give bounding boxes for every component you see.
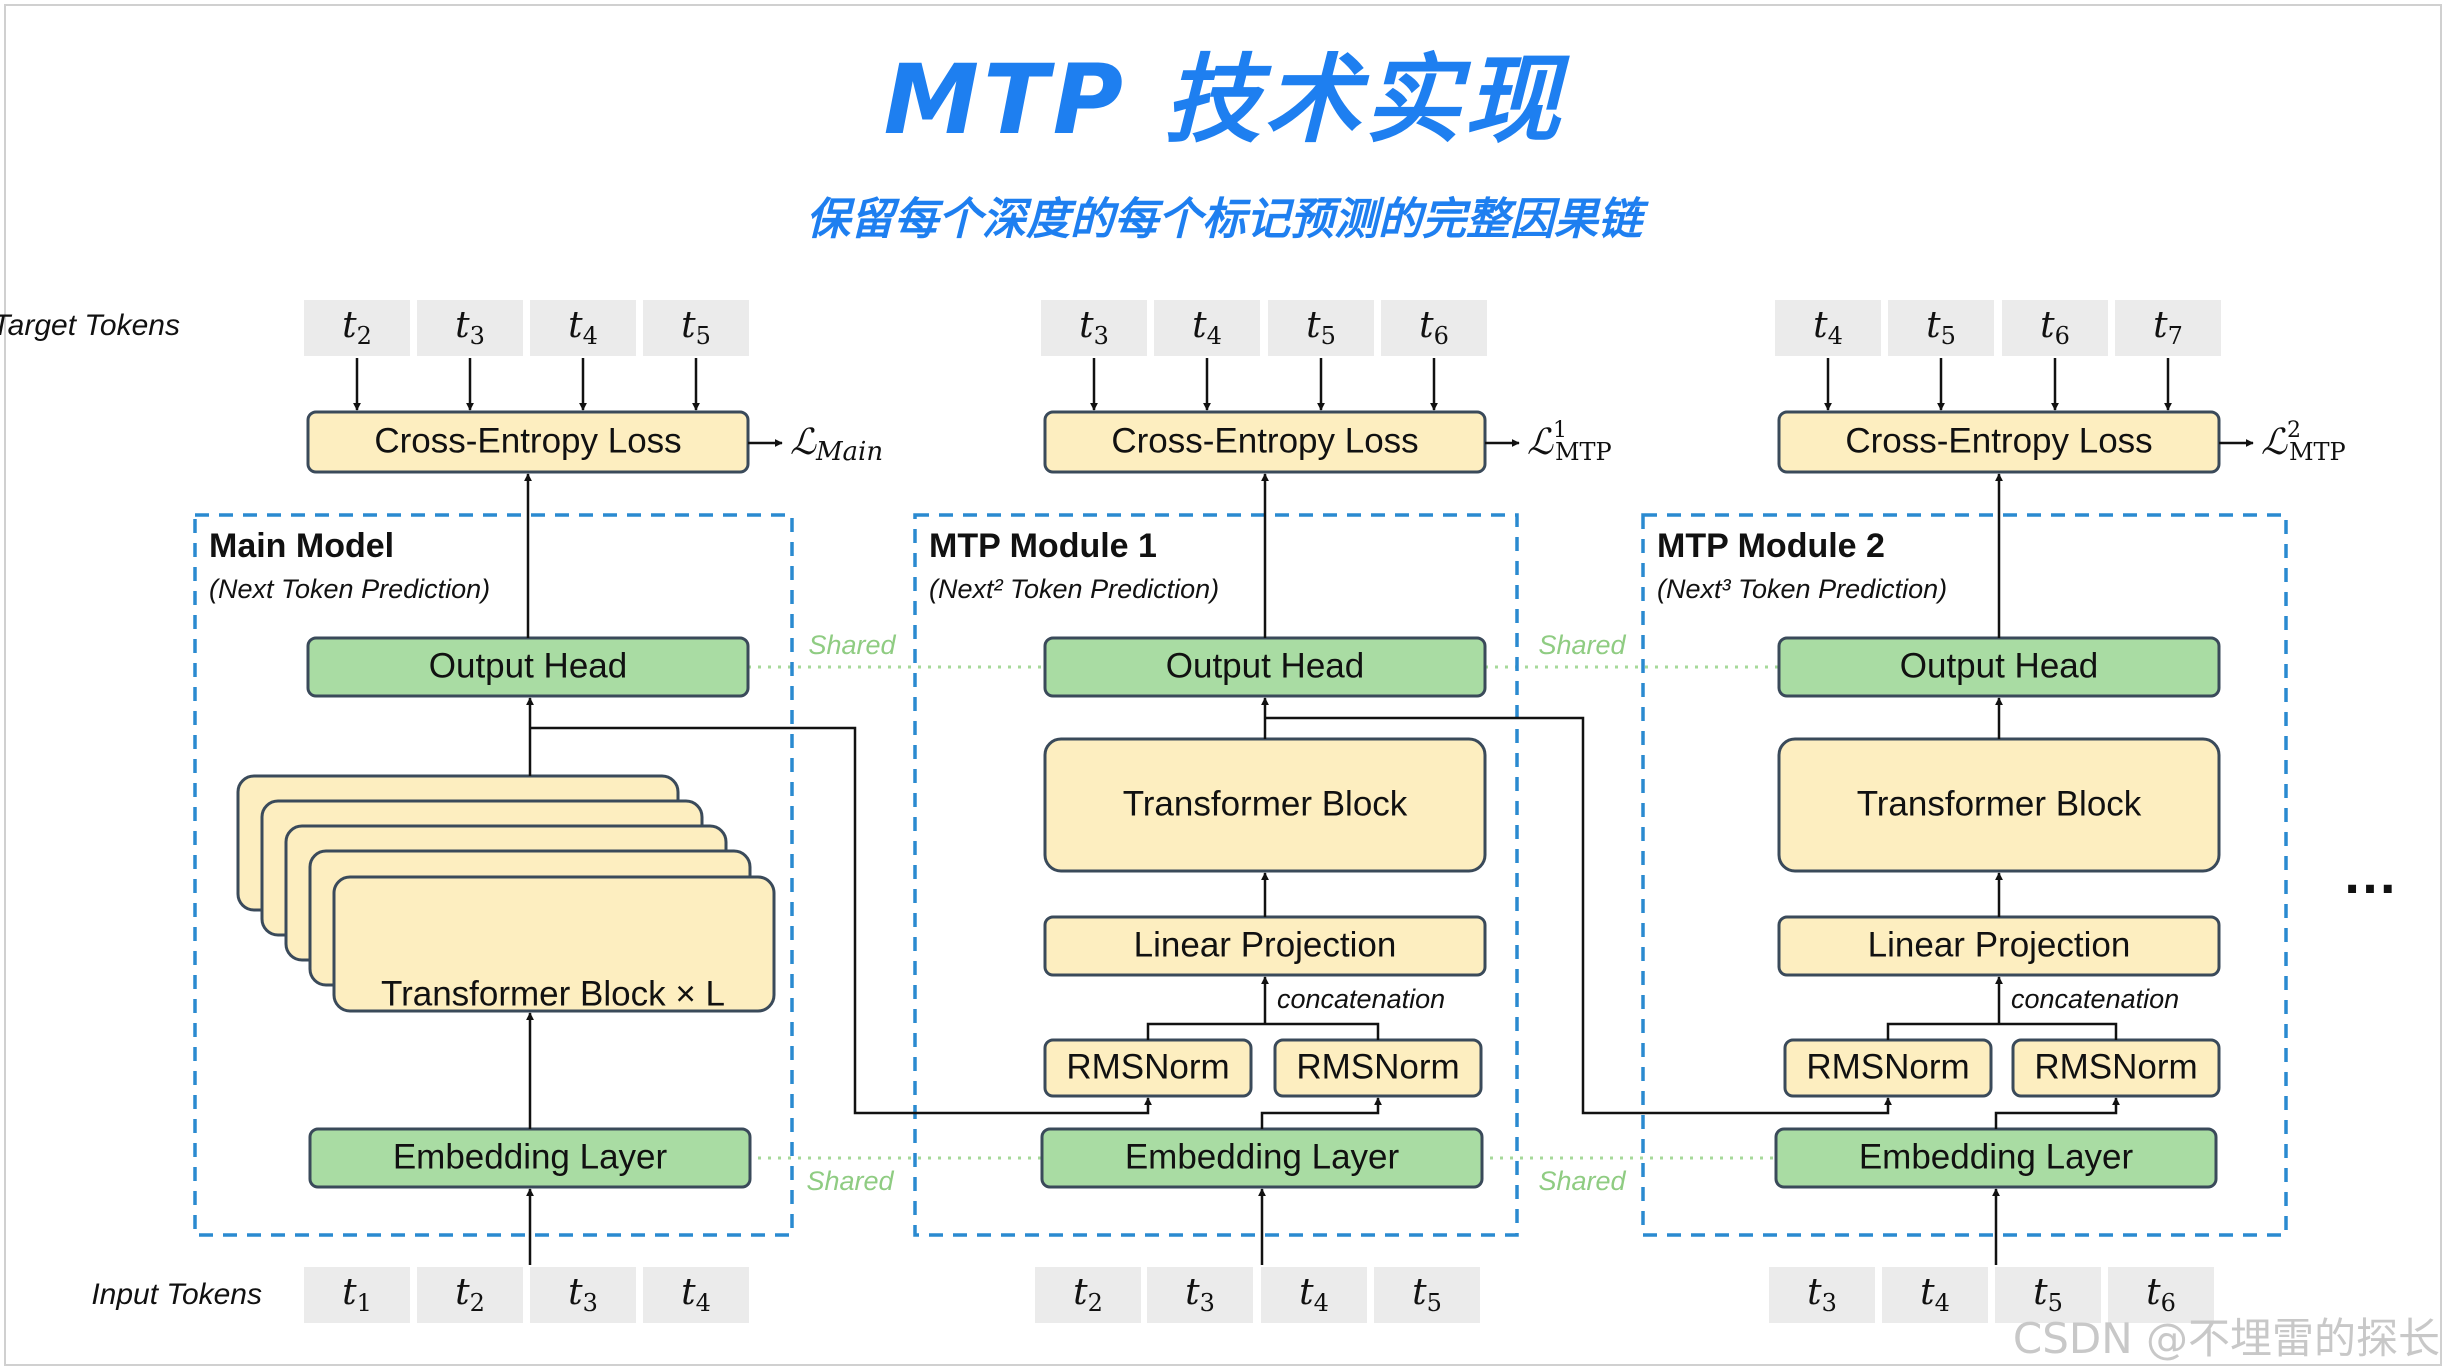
target-token: t4: [568, 305, 598, 350]
shared-label-3: Shared: [806, 1166, 894, 1196]
input-token: t2: [1073, 1272, 1103, 1317]
transformer-block-label: Transformer Block: [1123, 784, 1408, 823]
target-token-cell: [417, 300, 523, 356]
target-token: t6: [1419, 305, 1449, 350]
input-token-cell: [1995, 1267, 2101, 1323]
input-token-cell: [1882, 1267, 1988, 1323]
page-title: MTP 技术实现: [883, 44, 1565, 156]
input-token: t1: [342, 1272, 372, 1317]
target-token-cell: [530, 300, 636, 356]
target-token-cell: [1381, 300, 1487, 356]
target-token: t5: [1926, 305, 1956, 350]
embedding-label: Embedding Layer: [1859, 1137, 2134, 1176]
transformer-block-label: Transformer Block: [1857, 784, 2142, 823]
page-subtitle: 保留每个深度的每个标记预测的完整因果链: [806, 194, 1642, 245]
target-token-cell: [2002, 300, 2108, 356]
target-token-cell: [1775, 300, 1881, 356]
input-token: t4: [1920, 1272, 1950, 1317]
transformer-block-l-label: Transformer Block × L: [381, 974, 725, 1013]
concatenation-label: concatenation: [2011, 984, 2179, 1014]
input-token: t5: [1412, 1272, 1442, 1317]
input-token-cell: [1035, 1267, 1141, 1323]
rmsnorm-label-left: RMSNorm: [1066, 1047, 1229, 1086]
input-token-cell: [1147, 1267, 1253, 1323]
rmsnorm-label-left: RMSNorm: [1806, 1047, 1969, 1086]
target-token: t7: [2153, 305, 2183, 350]
embed-to-rmsnorm-arrow: [1260, 1097, 1382, 1129]
target-tokens-label: Target Tokens: [0, 309, 180, 342]
input-token: t2: [455, 1272, 485, 1317]
loss-label: ℒMain: [790, 422, 883, 467]
target-token: t6: [2040, 305, 2070, 350]
module-title-3: MTP Module 2: [1657, 527, 1885, 565]
cross-entropy-label: Cross-Entropy Loss: [1111, 421, 1418, 460]
ellipsis: …: [2342, 842, 2398, 905]
input-token: t4: [681, 1272, 711, 1317]
input-token-cell: [1374, 1267, 1480, 1323]
cross-entropy-label: Cross-Entropy Loss: [1845, 421, 2152, 460]
input-token-cell: [643, 1267, 749, 1323]
linear-projection-label: Linear Projection: [1868, 925, 2131, 964]
input-token: t6: [2146, 1272, 2176, 1317]
module-border-2: [913, 513, 1519, 1237]
target-token: t5: [681, 305, 711, 350]
target-token-cell: [1041, 300, 1147, 356]
prev-hidden-to-rmsnorm-arrow: [530, 726, 1152, 1115]
target-token-cell: [1154, 300, 1260, 356]
input-tokens-label: Input Tokens: [91, 1278, 262, 1311]
cross-entropy-label: Cross-Entropy Loss: [374, 421, 681, 460]
module-border-3: [1641, 513, 2288, 1237]
rmsnorm-label-right: RMSNorm: [1296, 1047, 1459, 1086]
shared-label-4: Shared: [1538, 1166, 1626, 1196]
input-token: t3: [1185, 1272, 1215, 1317]
input-token-cell: [530, 1267, 636, 1323]
output-head-label: Output Head: [1166, 646, 1364, 685]
module-subtitle-1: (Next Token Prediction): [209, 574, 490, 604]
module-border-1: [193, 513, 794, 1237]
target-token: t2: [342, 305, 372, 350]
input-token: t4: [1299, 1272, 1329, 1317]
output-head-label: Output Head: [1900, 646, 2098, 685]
rmsnorm-concat-line: [1886, 1022, 2118, 1040]
module-subtitle-2: (Next² Token Prediction): [929, 574, 1219, 604]
shared-label-2: Shared: [1538, 630, 1626, 660]
input-token-cell: [1769, 1267, 1875, 1323]
concatenation-label: concatenation: [1277, 984, 1445, 1014]
input-token-cell: [417, 1267, 523, 1323]
input-token: t3: [568, 1272, 598, 1317]
rmsnorm-label-right: RMSNorm: [2034, 1047, 2197, 1086]
target-token: t4: [1813, 305, 1843, 350]
target-token-cell: [1268, 300, 1374, 356]
target-token-cell: [2115, 300, 2221, 356]
prev-hidden-to-rmsnorm-arrow: [1265, 716, 1892, 1115]
embed-to-rmsnorm-arrow: [1994, 1097, 2120, 1129]
input-token: t3: [1807, 1272, 1837, 1317]
rmsnorm-concat-line: [1146, 1022, 1380, 1040]
input-token: t5: [2033, 1272, 2063, 1317]
input-token-cell: [2108, 1267, 2214, 1323]
input-token-cell: [304, 1267, 410, 1323]
shared-label-1: Shared: [808, 630, 896, 660]
module-title-2: MTP Module 1: [929, 527, 1157, 565]
module-subtitle-3: (Next³ Token Prediction): [1657, 574, 1947, 604]
module-title-1: Main Model: [209, 527, 394, 565]
target-token: t3: [1079, 305, 1109, 350]
embedding-label: Embedding Layer: [1125, 1137, 1400, 1176]
linear-projection-label: Linear Projection: [1134, 925, 1397, 964]
embedding-label: Embedding Layer: [393, 1137, 668, 1176]
target-token: t3: [455, 305, 485, 350]
input-token-cell: [1261, 1267, 1367, 1323]
target-token-cell: [643, 300, 749, 356]
target-token: t4: [1192, 305, 1222, 350]
target-token: t5: [1306, 305, 1336, 350]
target-token-cell: [304, 300, 410, 356]
output-head-label: Output Head: [429, 646, 627, 685]
target-token-cell: [1888, 300, 1994, 356]
watermark: CSDN @不埋雷的探长: [2012, 1314, 2440, 1363]
transformer-block-stack-front: [332, 875, 776, 1013]
